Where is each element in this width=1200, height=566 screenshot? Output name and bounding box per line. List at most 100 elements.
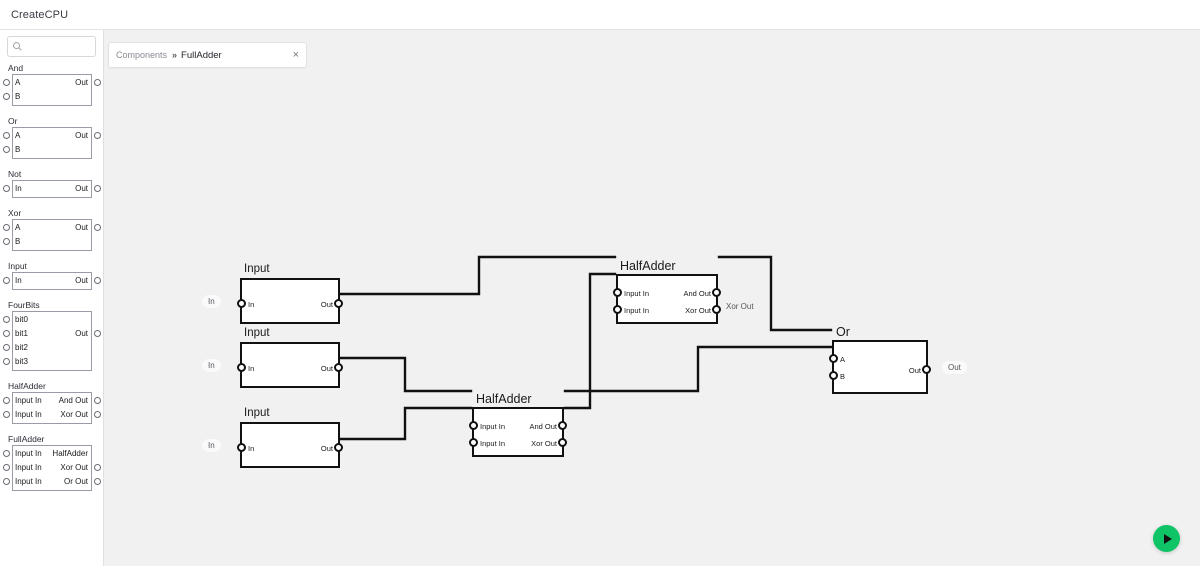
- palette-output-pin[interactable]: [94, 132, 101, 139]
- palette-output-pin[interactable]: [94, 478, 101, 485]
- node-input-pin[interactable]: [829, 354, 838, 363]
- palette-output-pin[interactable]: [94, 411, 101, 418]
- palette-input-label: In: [15, 276, 22, 285]
- palette-input-pin[interactable]: [3, 411, 10, 418]
- node-input-pin[interactable]: [469, 438, 478, 447]
- palette-input-pin[interactable]: [3, 224, 10, 231]
- palette-input-label: In: [15, 184, 22, 193]
- palette-output-label: Out: [75, 78, 88, 87]
- node-output-pin-label: Out: [320, 364, 333, 373]
- node-output-pin[interactable]: [712, 288, 721, 297]
- run-simulation-button[interactable]: [1153, 525, 1180, 552]
- palette-input-label: Input In: [15, 396, 42, 405]
- palette-input-pin[interactable]: [3, 277, 10, 284]
- node-output-pin[interactable]: [334, 299, 343, 308]
- node-title: HalfAdder: [620, 259, 676, 273]
- wire[interactable]: [717, 255, 833, 332]
- palette-input-pin[interactable]: [3, 450, 10, 457]
- node-input-pin[interactable]: [237, 363, 246, 372]
- wire[interactable]: [335, 356, 473, 393]
- palette-output-label: Out: [75, 276, 88, 285]
- node-input-pin[interactable]: [237, 299, 246, 308]
- palette-input-pin[interactable]: [3, 185, 10, 192]
- wire[interactable]: [563, 272, 617, 410]
- node-output-pin[interactable]: [558, 421, 567, 430]
- palette-input-label: B: [15, 237, 21, 246]
- node-output-pin[interactable]: [922, 365, 931, 374]
- palette-output-pin[interactable]: [94, 185, 101, 192]
- palette-output-pin[interactable]: [94, 277, 101, 284]
- search-input[interactable]: [7, 36, 96, 57]
- palette-input-pin[interactable]: [3, 478, 10, 485]
- node-title: Input: [244, 407, 270, 419]
- palette-item-label: Not: [8, 169, 22, 179]
- palette-output-pin[interactable]: [94, 330, 101, 337]
- wire[interactable]: [335, 406, 473, 441]
- wire[interactable]: [335, 255, 617, 296]
- play-icon: [1164, 533, 1172, 544]
- palette-item-body[interactable]: In Out: [3, 272, 101, 290]
- palette-input-pin[interactable]: [3, 79, 10, 86]
- palette-input-pin[interactable]: [3, 146, 10, 153]
- palette-output-pin[interactable]: [94, 397, 101, 404]
- palette-input-label: Input In: [15, 449, 42, 458]
- palette-output-pin[interactable]: [94, 79, 101, 86]
- palette-input-pin[interactable]: [3, 464, 10, 471]
- palette-output-pin[interactable]: [94, 464, 101, 471]
- node-input-pin[interactable]: [613, 305, 622, 314]
- node-output-pin[interactable]: [334, 443, 343, 452]
- palette-input-label: bit3: [15, 357, 28, 366]
- external-pin-chip[interactable]: Out: [942, 361, 967, 374]
- palette-input-pin[interactable]: [3, 344, 10, 351]
- palette-input-pin[interactable]: [3, 238, 10, 245]
- breadcrumb[interactable]: Components » FullAdder ×: [108, 42, 307, 68]
- node-input-pin[interactable]: [237, 443, 246, 452]
- node-output-pin[interactable]: [712, 305, 721, 314]
- node-output-pin[interactable]: [334, 363, 343, 372]
- external-pin-chip[interactable]: In: [202, 295, 221, 308]
- palette-input-label: Input In: [15, 463, 42, 472]
- node-output-pin[interactable]: [558, 438, 567, 447]
- external-pin-chip[interactable]: In: [202, 359, 221, 372]
- node-input-pin[interactable]: [469, 421, 478, 430]
- close-icon[interactable]: ×: [292, 49, 299, 61]
- palette-input-pin[interactable]: [3, 358, 10, 365]
- palette-input-pin[interactable]: [3, 93, 10, 100]
- external-pin-chip[interactable]: In: [202, 439, 221, 452]
- node-input-pin[interactable]: [613, 288, 622, 297]
- palette-output-label: And Out: [58, 396, 88, 405]
- node-input-pin[interactable]: [829, 371, 838, 380]
- palette-input-pin[interactable]: [3, 132, 10, 139]
- wire[interactable]: [563, 345, 833, 393]
- external-pin-chip[interactable]: Xor Out: [726, 302, 754, 311]
- palette-output-pin[interactable]: [94, 224, 101, 231]
- palette-input-label: bit0: [15, 315, 28, 324]
- palette-input-pin[interactable]: [3, 330, 10, 337]
- palette-input-pin[interactable]: [3, 316, 10, 323]
- breadcrumb-root[interactable]: Components: [116, 50, 168, 60]
- palette-input-pin[interactable]: [3, 397, 10, 404]
